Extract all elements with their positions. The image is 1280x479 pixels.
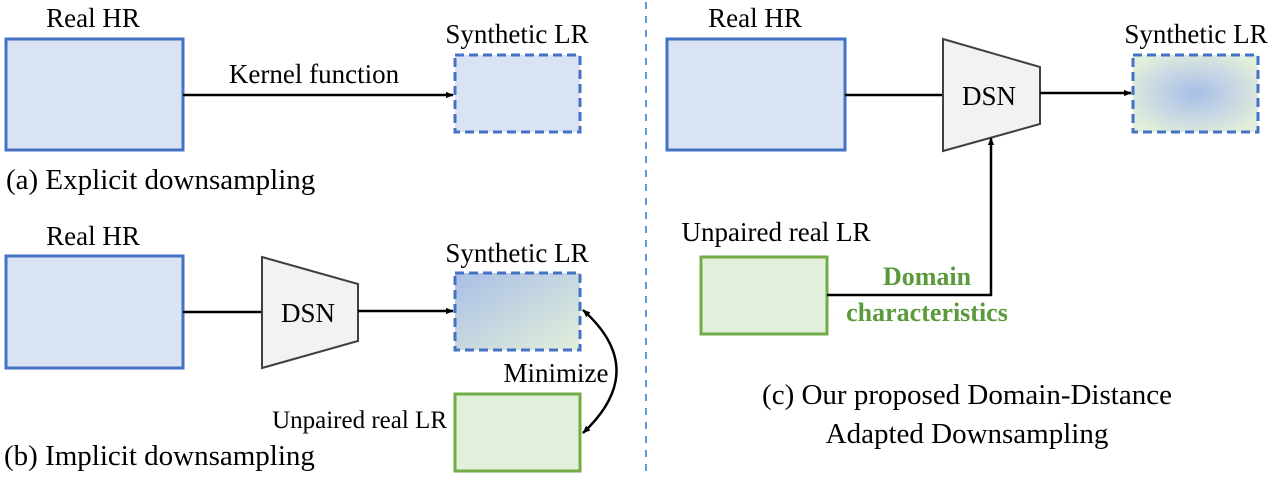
panel-a-synthetic-lr-label: Synthetic LR — [445, 19, 588, 49]
panel-b-minimize-label: Minimize — [504, 358, 609, 388]
panel-b-synthetic-lr-box — [453, 271, 582, 352]
panel-b-unpaired-lr-label: Unpaired real LR — [272, 407, 447, 434]
panel-c-caption-line2: Adapted Downsampling — [826, 418, 1109, 450]
panel-c-real-hr-label: Real HR — [708, 3, 802, 33]
panel-b-dsn-trapezoid — [261, 255, 359, 370]
panel-c-synthetic-lr-box — [1131, 53, 1260, 134]
panel-b: Real HR DSN Synthetic LR Minimize Unpair… — [4, 221, 618, 473]
panel-a-caption: (a) Explicit downsampling — [6, 164, 315, 196]
panel-c-dsn-label: DSN — [962, 81, 1016, 111]
panel-a-real-hr-label: Real HR — [46, 3, 140, 33]
panel-b-real-hr-label: Real HR — [46, 221, 140, 251]
panel-b-dsn-label: DSN — [281, 298, 335, 328]
panel-c-domain-label-line2: characteristics — [846, 298, 1008, 327]
panel-b-real-hr-box — [4, 254, 185, 370]
panel-a-kernel-label: Kernel function — [229, 59, 400, 89]
panel-c-caption-line1: (c) Our proposed Domain-Distance — [762, 379, 1172, 411]
panel-c-domain-characteristics-arrow — [827, 137, 995, 297]
panel-a: Real HR Kernel function Synthetic LR (a)… — [4, 3, 589, 196]
panel-a-real-hr-box — [4, 37, 185, 152]
panel-c: Real HR DSN Synthetic LR Unpaired real L… — [665, 3, 1268, 450]
panel-b-synthetic-lr-label: Synthetic LR — [445, 238, 588, 268]
panel-b-unpaired-lr-box — [453, 392, 582, 473]
panel-c-domain-label-line1: Domain — [883, 262, 972, 291]
panel-c-unpaired-lr-box — [699, 255, 829, 336]
panel-c-synthetic-lr-label: Synthetic LR — [1124, 19, 1267, 49]
panel-c-real-hr-box — [665, 37, 847, 152]
panel-c-unpaired-lr-label: Unpaired real LR — [682, 217, 871, 247]
panel-b-caption: (b) Implicit downsampling — [4, 440, 315, 472]
panel-c-dsn-trapezoid — [942, 37, 1041, 153]
panel-a-synthetic-lr-box — [453, 53, 582, 134]
panel-b-minimize-double-arrow — [582, 309, 618, 434]
